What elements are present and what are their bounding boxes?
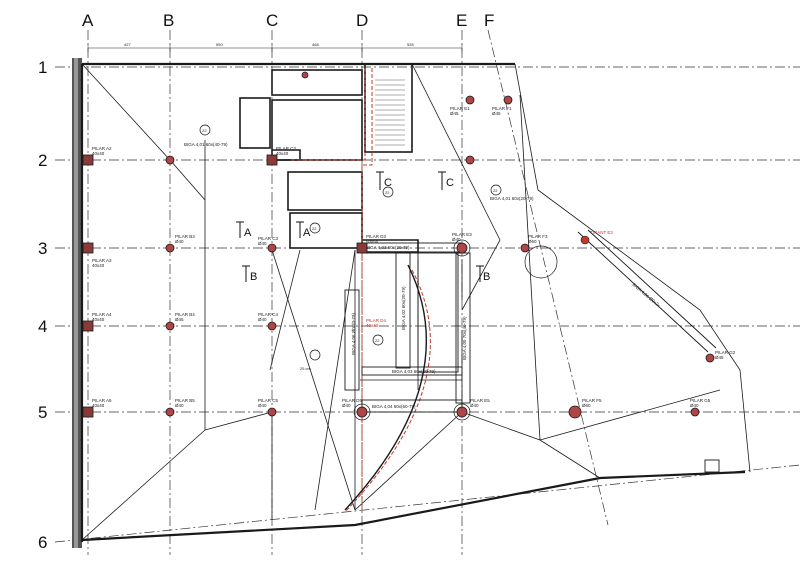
core-walls <box>239 63 419 253</box>
beam-label-2: BIGA 4,03 60x(20-79) <box>392 369 436 374</box>
beam-label-8: BIGA 4,01 60x(40-79) <box>184 142 228 147</box>
dimension-3: 468 <box>312 42 319 47</box>
core-stairs <box>375 79 405 146</box>
red-reinforcement-outline <box>290 68 431 513</box>
section-label-a-left: A <box>244 227 252 239</box>
note-bubble-1: 22 <box>202 128 207 133</box>
row-label-1: 1 <box>38 58 47 77</box>
left-wall <box>72 58 82 548</box>
beam-label-9: BIGA 4,01 60x(20-79) <box>490 196 534 201</box>
note-bubble-3: 22 <box>385 190 390 195</box>
dimension-1: 427 <box>124 42 131 47</box>
square-piers <box>82 154 368 418</box>
row-label-6: 6 <box>38 533 47 552</box>
note-bubble-5: 22 <box>375 338 380 343</box>
slab-outline <box>80 62 746 542</box>
dimension-2: 550 <box>216 42 223 47</box>
section-label-a-right: A <box>303 227 311 239</box>
beam-label-7: BIGA 4,06 Ø0x2x <box>631 282 661 309</box>
column-label-f: F <box>484 11 494 30</box>
pier-rings <box>353 239 558 421</box>
tirant-label: TIRANT E2 <box>590 230 613 235</box>
top-dimension-line <box>87 44 463 52</box>
round-piers <box>165 71 715 419</box>
column-label-d: D <box>356 11 368 30</box>
column-label-e: E <box>456 11 467 30</box>
beam-label-4: BIGA 4,02 60x(20-79) <box>401 286 406 330</box>
dimension-4: 535 <box>407 42 414 47</box>
row-label-4: 4 <box>38 317 47 336</box>
section-markers <box>236 171 484 282</box>
column-label-c: C <box>266 11 278 30</box>
slab-thickness: 25 cm <box>300 366 312 371</box>
section-label-c-left: C <box>384 177 392 189</box>
section-label-c-right: C <box>446 177 454 189</box>
beam-label-5: BIGA 4,05 70x(40-79) <box>462 316 467 360</box>
curved-ramp <box>344 264 427 511</box>
note-bubbles <box>199 124 502 361</box>
row-label-2: 2 <box>38 151 47 170</box>
note-bubble-2: 22 <box>312 226 317 231</box>
tirant-anchor <box>580 235 590 245</box>
beam-label-3: BIGA 4,04 60x(60-79) <box>372 404 416 409</box>
row-label-3: 3 <box>38 239 47 258</box>
column-label-b: B <box>163 11 174 30</box>
grid-column-labels: A B C D E F <box>82 11 494 30</box>
section-label-b-left: B <box>250 271 257 283</box>
tirant-beam <box>577 229 717 353</box>
grid-lines <box>54 29 800 555</box>
beam-label-1: BIGA 4,03 60x(20-79) <box>366 245 410 250</box>
corner-block <box>704 459 720 473</box>
column-label-a: A <box>82 11 94 30</box>
grid-row-labels: 1 2 3 4 5 6 <box>38 58 47 552</box>
note-bubble-4: 22 <box>493 188 498 193</box>
beam-label-6: BIGA 4,06 Ø0x(0-79) <box>351 312 356 355</box>
row-label-5: 5 <box>38 403 47 422</box>
section-label-b-right: B <box>483 271 490 283</box>
beams <box>344 242 471 413</box>
